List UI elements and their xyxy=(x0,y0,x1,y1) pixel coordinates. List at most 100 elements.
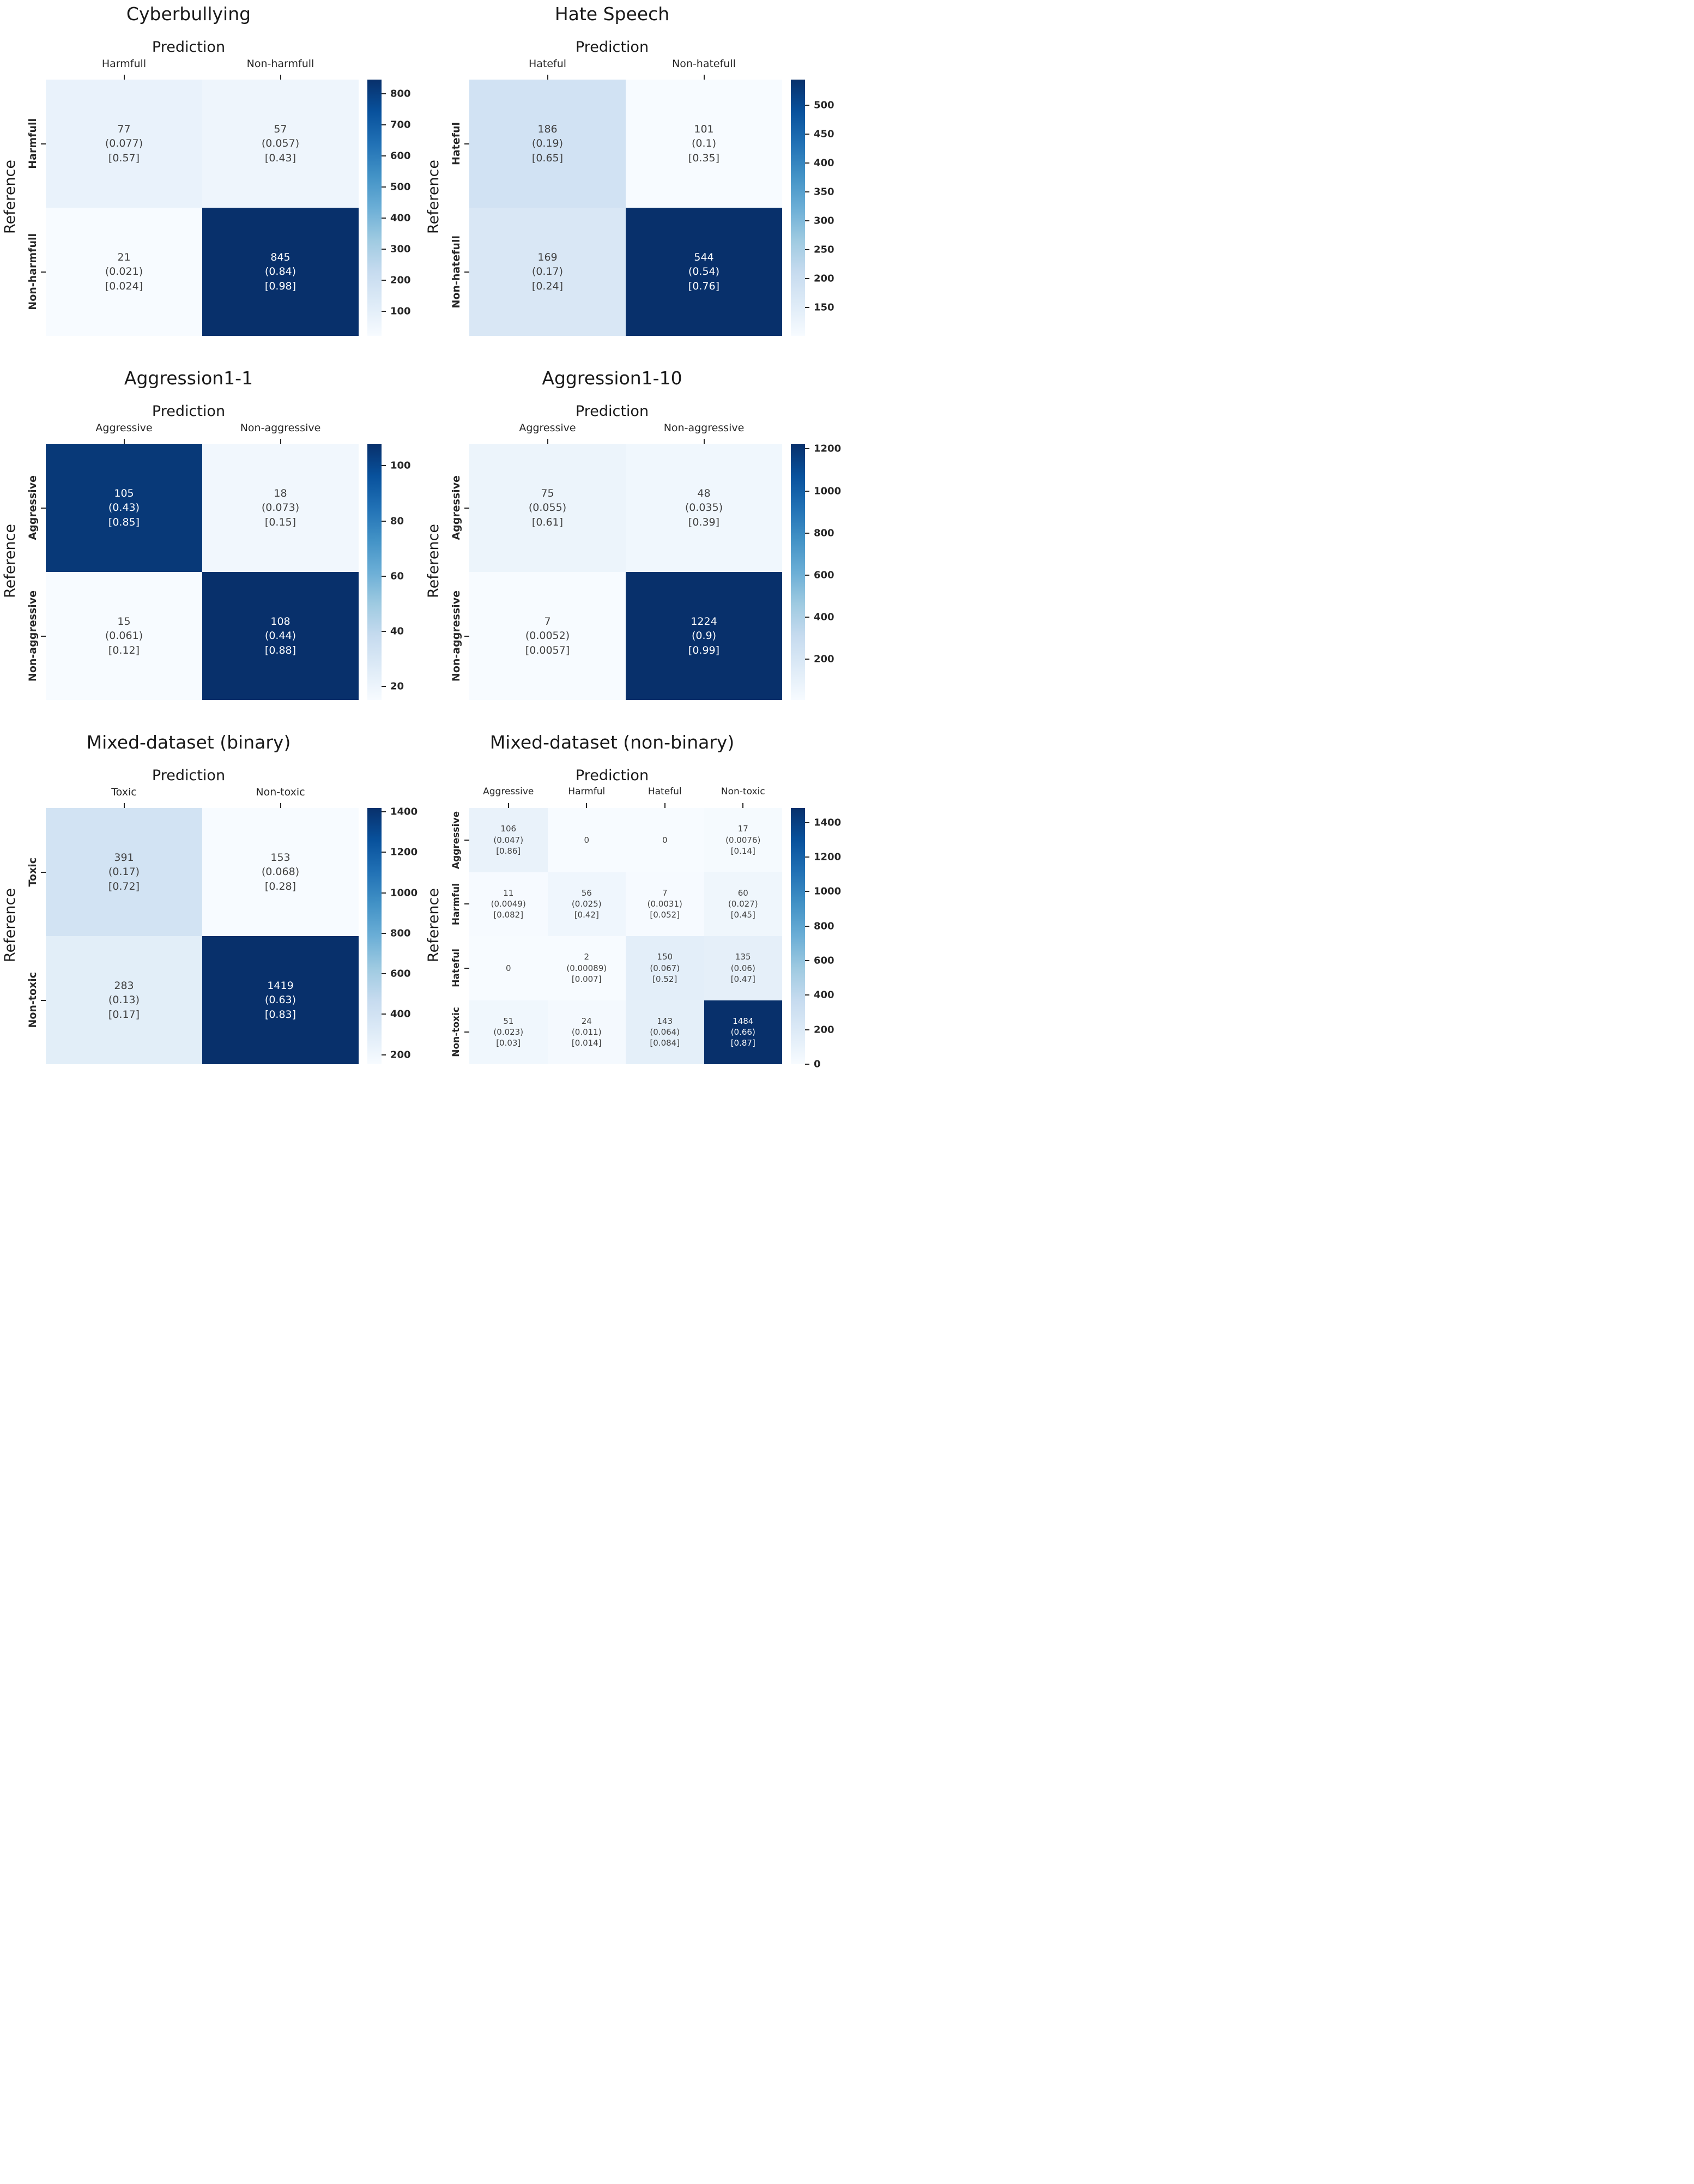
matrix-cell-value: [0.42] xyxy=(574,910,599,920)
matrix-cell-value: (0.9) xyxy=(691,630,717,642)
matrix-cell-value: (0.0076) xyxy=(725,835,761,845)
column-tick-label: Aggressive xyxy=(469,786,548,808)
column-tick-label: Non-toxic xyxy=(202,786,359,808)
matrix-cell-value: [0.03] xyxy=(496,1038,521,1048)
matrix-cell-value: 108 xyxy=(270,615,291,628)
column-tick-label-text: Non-aggressive xyxy=(663,422,745,434)
matrix-cell-value: (0.077) xyxy=(105,137,143,150)
y-axis-title: Reference xyxy=(0,58,20,336)
matrix-cell: 21(0.021)[0.024] xyxy=(46,208,202,336)
colorbar-tick-mark xyxy=(805,891,809,892)
colorbar-tick-label: 500 xyxy=(390,181,411,193)
matrix-cell-value: 51 xyxy=(503,1016,514,1026)
column-tick-label-text: Hateful xyxy=(648,786,682,797)
matrix-cell-value: 56 xyxy=(581,888,592,898)
column-tick-mark xyxy=(507,803,509,808)
matrix-cell-value: (0.44) xyxy=(264,630,297,642)
colorbar-tick-label: 800 xyxy=(814,527,834,539)
colorbar-tick-mark xyxy=(382,852,386,853)
matrix-cell-value: 283 xyxy=(114,979,134,992)
column-tick-mark xyxy=(280,439,281,444)
colorbar-tick-mark xyxy=(382,630,386,632)
panel-title: Cyberbullying xyxy=(126,3,251,25)
y-axis-title: Reference xyxy=(424,58,443,336)
column-tick-label-text: Toxic xyxy=(111,786,137,798)
matrix-cell-value: [0.65] xyxy=(531,152,564,164)
colorbar-tick-mark xyxy=(805,575,809,576)
x-axis-title: Prediction xyxy=(575,403,649,420)
matrix-cell: 57(0.057)[0.43] xyxy=(202,80,359,208)
matrix-cell-value: (0.84) xyxy=(264,266,297,278)
matrix-cell-value: (0.19) xyxy=(531,137,564,150)
matrix-cell-value: [0.052] xyxy=(650,910,680,920)
column-tick-mark xyxy=(703,439,705,444)
colorbar-tick-mark xyxy=(805,659,809,660)
colorbar-tick-mark xyxy=(382,465,386,467)
colorbar-tick-mark xyxy=(805,133,809,135)
matrix-cell-value: 15 xyxy=(117,615,131,628)
matrix-cell-value: (0.021) xyxy=(105,266,143,278)
colorbar-tick-mark xyxy=(805,249,809,250)
heatmap-matrix: 186(0.19)[0.65]101(0.1)[0.35]169(0.17)[0… xyxy=(464,75,782,336)
colorbar-tick-label: 1000 xyxy=(814,885,842,897)
column-tick-label: Non-aggressive xyxy=(202,422,359,444)
matrix-cell-value: 845 xyxy=(270,251,291,263)
colorbar-tick-label: 400 xyxy=(814,157,834,169)
column-tick-label-text: Non-aggressive xyxy=(240,422,321,434)
column-tick-label-text: Non-harmfull xyxy=(246,58,314,70)
column-tick-label: Hateful xyxy=(469,58,626,80)
matrix-cell-value: (0.06) xyxy=(730,963,755,973)
matrix-cell-value: (0.025) xyxy=(571,899,602,909)
matrix-cell-value: [0.43] xyxy=(264,152,297,164)
colorbar-tick-label: 600 xyxy=(390,968,411,980)
matrix-cell-value: [0.35] xyxy=(688,152,720,164)
matrix-cell-value: [0.014] xyxy=(571,1038,602,1048)
matrix-cell-value: [0.72] xyxy=(108,880,140,892)
row-tick-mark xyxy=(41,871,46,873)
matrix-cell-value: [0.14] xyxy=(730,846,755,856)
colorbar-tick-mark xyxy=(382,155,386,156)
colorbar-tick-mark xyxy=(382,520,386,522)
colorbar-tick-mark xyxy=(382,279,386,281)
y-axis-title-text: Reference xyxy=(1,888,19,962)
row-tick-label-text: Non-hatefull xyxy=(450,235,462,309)
y-axis-title-text: Reference xyxy=(425,160,442,234)
matrix-cell-value: [0.76] xyxy=(688,280,720,292)
matrix-cell-value: 7 xyxy=(662,888,668,898)
matrix-cell-value: [0.12] xyxy=(108,644,140,656)
matrix-cell-value: (0.0052) xyxy=(525,630,570,642)
y-axis-title-text: Reference xyxy=(425,888,442,962)
matrix-cell-value: [0.45] xyxy=(730,910,755,920)
matrix-cell-value: 7 xyxy=(544,615,551,628)
matrix-cell-value: 143 xyxy=(657,1016,673,1026)
column-tick-label: Hateful xyxy=(626,786,704,808)
column-tick-label-text: Aggressive xyxy=(519,422,576,434)
row-tick-mark xyxy=(41,635,46,637)
matrix-cell-value: 169 xyxy=(537,251,558,263)
row-tick-label-text: Non-aggressive xyxy=(27,590,39,682)
column-tick-mark xyxy=(547,439,548,444)
matrix-cell-value: 153 xyxy=(270,851,291,864)
row-tick-label-text: Aggressive xyxy=(451,811,462,869)
matrix-cell-value: 17 xyxy=(737,824,748,834)
matrix-cell: 2(0.00089)[0.007] xyxy=(547,936,626,1000)
row-tick-mark xyxy=(41,271,46,273)
